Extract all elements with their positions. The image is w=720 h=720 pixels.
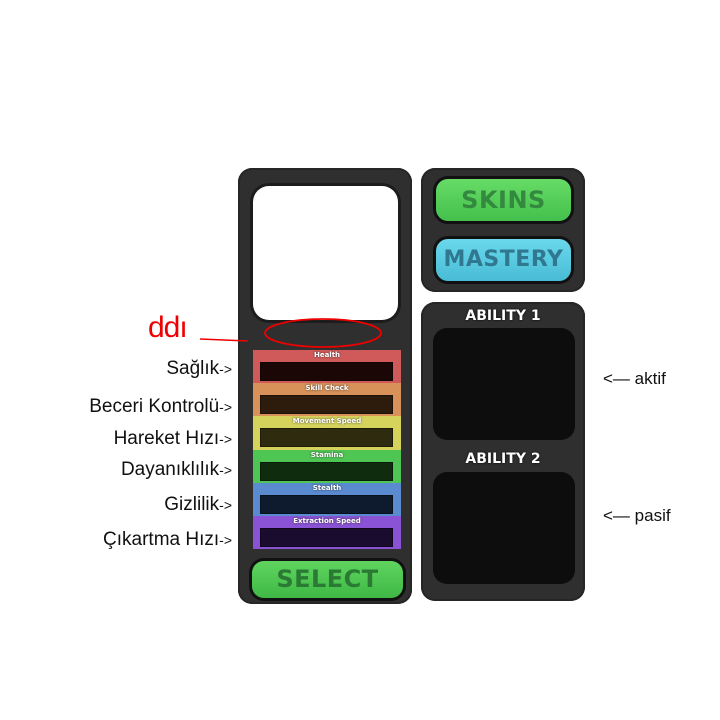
stat-label: Skill Check (305, 384, 349, 393)
stat-note-text: Sağlık (166, 358, 220, 379)
stat-note: Çıkartma Hızı-> (62, 529, 232, 551)
stat-stamina: Stamina (253, 449, 401, 483)
stat-bar (260, 395, 393, 415)
stat-note-text: Hareket Hızı (113, 428, 220, 449)
stat-label: Stealth (312, 483, 342, 492)
stat-movement-speed: Movement Speed (253, 416, 401, 450)
stat-bar (260, 428, 393, 448)
stat-note-text: Beceri Kontrolü (89, 396, 220, 417)
name-circle (264, 318, 382, 348)
stat-note: Hareket Hızı-> (62, 428, 232, 450)
ability-2-title: ABILITY 2 (465, 451, 541, 467)
stat-extraction-speed: Extraction Speed (253, 515, 401, 549)
ability-2-note-text: pasif (634, 506, 671, 525)
left-arrow-icon: <— (603, 506, 630, 525)
ability-2-note: <— pasif (603, 506, 671, 526)
right-arrow-icon: -> (219, 399, 232, 415)
stat-health: Health (253, 350, 401, 384)
name-note: ddı (148, 311, 188, 344)
skins-button[interactable]: SKINS (436, 179, 571, 221)
stat-note: Dayanıklılık-> (62, 459, 232, 481)
stat-note-text: Dayanıklılık (120, 459, 220, 480)
stat-label: Movement Speed (292, 417, 362, 426)
stat-label: Stamina (310, 450, 344, 459)
character-portrait (253, 186, 398, 320)
stat-note: Gizlilik-> (62, 494, 232, 516)
stat-label: Extraction Speed (293, 516, 361, 525)
stat-note-text: Çıkartma Hızı (103, 529, 220, 550)
stat-bar (260, 494, 393, 514)
name-pointer-line (199, 338, 249, 342)
ability-1-note-text: aktif (634, 369, 666, 388)
stat-note: Sağlık-> (62, 358, 232, 380)
mastery-button[interactable]: MASTERY (436, 239, 571, 281)
ability-1-note: <— aktif (603, 369, 666, 389)
stat-stealth: Stealth (253, 482, 401, 516)
right-arrow-icon: -> (219, 431, 232, 447)
stat-skill-check: Skill Check (253, 383, 401, 417)
ability-2-slot[interactable] (433, 472, 575, 584)
right-arrow-icon: -> (219, 497, 232, 513)
left-arrow-icon: <— (603, 369, 630, 388)
right-arrow-icon: -> (219, 462, 232, 478)
stat-bar (260, 461, 393, 481)
ability-1-title: ABILITY 1 (465, 308, 541, 324)
stat-note-text: Gizlilik (164, 494, 220, 515)
ability-1-slot[interactable] (433, 328, 575, 440)
stat-label: Health (313, 351, 341, 359)
right-arrow-icon: -> (219, 361, 232, 377)
select-button[interactable]: SELECT (252, 561, 403, 598)
stat-bar (260, 527, 393, 547)
stat-note: Beceri Kontrolü-> (62, 396, 232, 418)
stat-bar (260, 362, 393, 381)
right-arrow-icon: -> (219, 532, 232, 548)
